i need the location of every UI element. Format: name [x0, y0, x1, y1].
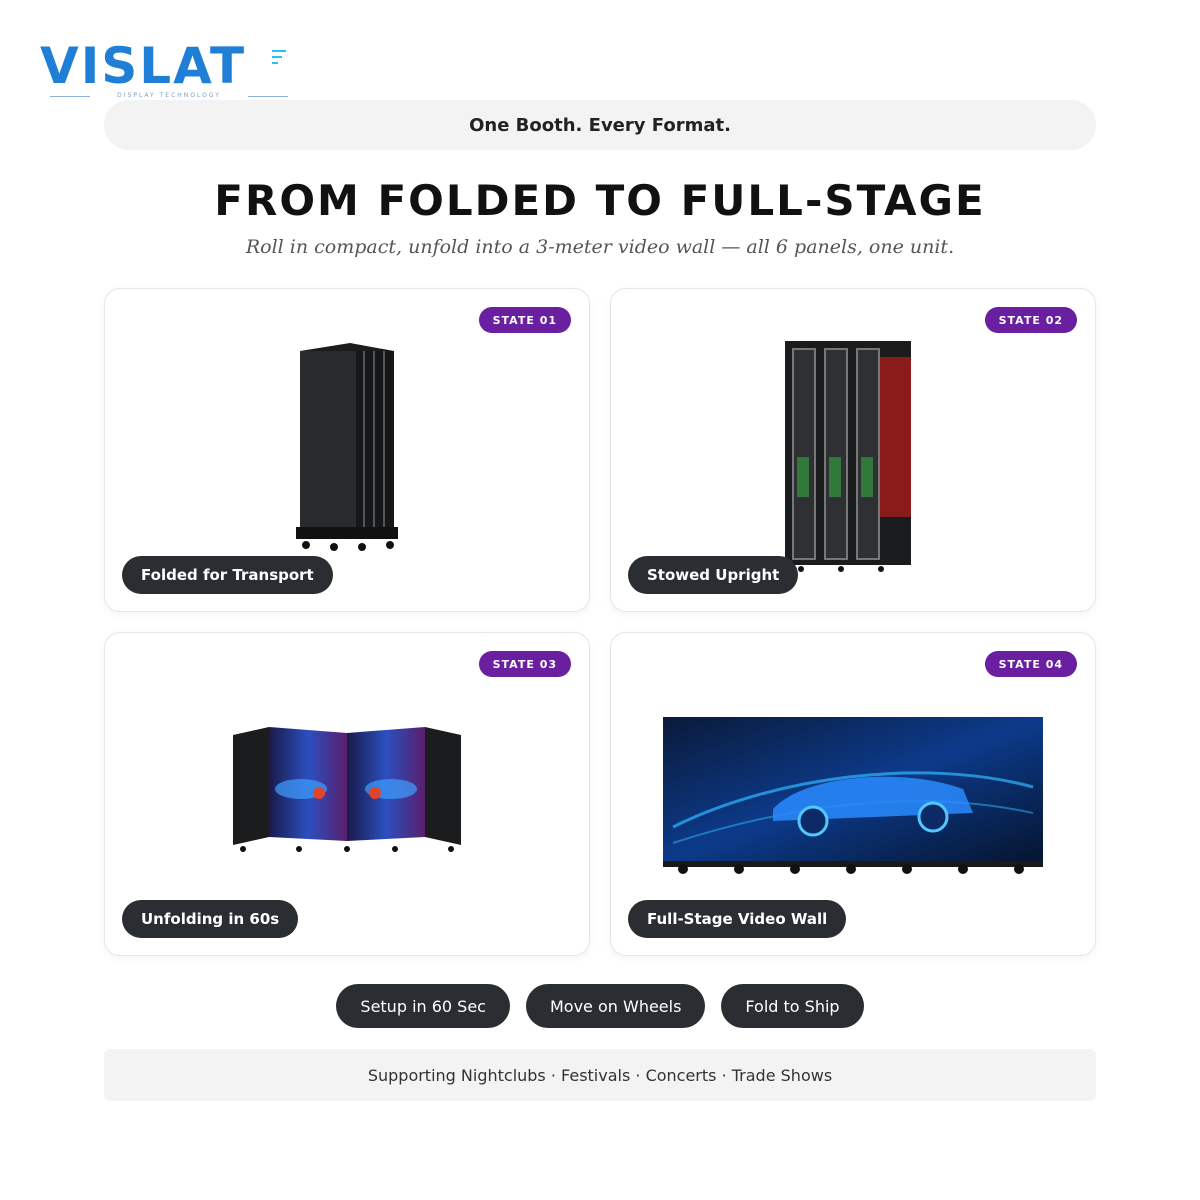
state-badge: STATE 04	[984, 651, 1077, 677]
footer-bar: Supporting Nightclubs · Festivals · Conc…	[104, 1049, 1096, 1101]
page-title: FROM FOLDED TO FULL-STAGE	[214, 176, 986, 225]
state-badge: STATE 03	[478, 651, 571, 677]
banner-text: One Booth. Every Format.	[469, 114, 731, 136]
footer-text: Supporting Nightclubs · Festivals · Conc…	[367, 1065, 833, 1085]
state-card-stowed: STATE 02 Stowed Upright	[610, 288, 1096, 612]
folded-cabinet-image	[296, 343, 398, 551]
card-label: Stowed Upright	[628, 556, 799, 594]
page-subtitle: Roll in compact, unfold into a 3-meter v…	[245, 236, 955, 258]
brand-wordmark: VISLAT	[40, 37, 247, 95]
state-badge: STATE 02	[984, 307, 1077, 333]
feature-pills: Setup in 60 Sec Move on Wheels Fold to S…	[0, 984, 1200, 1028]
stowed-upright-image	[785, 341, 911, 572]
brand-logo: VISLAT DISPLAY TECHNOLOGY	[40, 37, 288, 102]
banner-bar: One Booth. Every Format.	[104, 100, 1096, 150]
card-label: Folded for Transport	[122, 556, 333, 594]
state-card-folded: STATE 01 Folded for Transport	[104, 288, 590, 612]
feature-pill-wheels[interactable]: Move on Wheels	[525, 984, 706, 1028]
feature-pill-fold[interactable]: Fold to Ship	[721, 984, 864, 1028]
video-wall-image	[663, 717, 1043, 874]
card-label: Unfolding in 60s	[122, 900, 299, 938]
card-label: Full-Stage Video Wall	[628, 900, 847, 938]
logo-speed-lines	[272, 50, 286, 68]
unfolding-panels-image	[233, 727, 461, 852]
feature-pill-setup[interactable]: Setup in 60 Sec	[336, 984, 510, 1028]
state-card-unfolding: STATE 03 Unfolding in 60s	[104, 632, 590, 956]
state-badge: STATE 01	[478, 307, 571, 333]
brand-tagline: DISPLAY TECHNOLOGY	[50, 92, 288, 99]
state-card-video-wall: STATE 04 Full-Stage Video Wall	[610, 632, 1096, 956]
